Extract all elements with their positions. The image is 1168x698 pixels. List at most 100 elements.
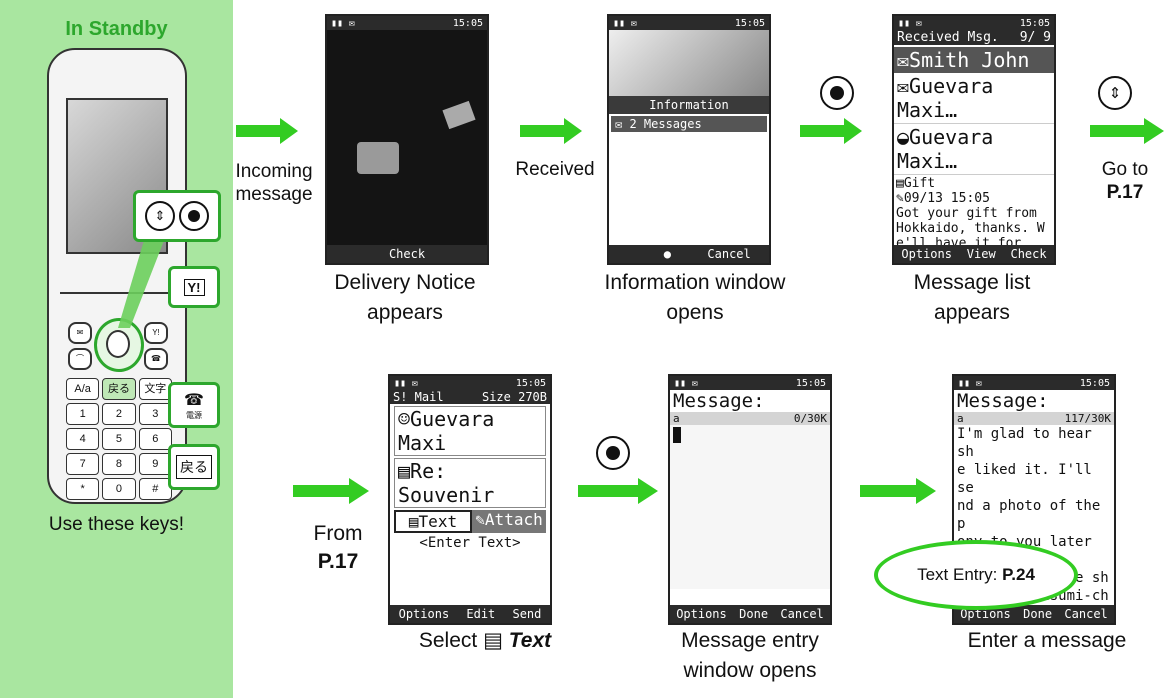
caption-prefix: Select [418,629,478,652]
to-field[interactable]: ☺Guevara Maxi [394,406,546,456]
info-item[interactable]: ✉ 2 Messages [611,116,767,132]
delivery-animation [327,30,487,245]
key-aa[interactable]: A/a [66,378,100,400]
softkey-check[interactable]: Check [1010,247,1047,261]
center-softkey-icon[interactable]: ● [663,247,671,261]
caption-text-label: Text [508,629,552,652]
body-tabs: ▤Text ✎Attach [394,510,546,533]
center-key[interactable] [106,330,130,358]
mail-key[interactable]: ✉ [68,322,92,344]
list-header: Received Msg. 9/ 9 [894,30,1054,45]
screen-message-entry: ▮▮ ✉15:05 Message: a 0/30K Options Done … [668,374,832,625]
entry-meta: a 0/30K [670,412,830,425]
compose-header: S! Mail Size 270B [390,390,550,404]
softkey-bar: Check [327,245,487,263]
back-key-label: 戻る [176,455,212,479]
key-back[interactable]: 戻る [102,378,136,400]
key-4[interactable]: 4 [66,428,100,450]
mail-type: S! Mail [393,390,444,404]
signal-icon: ▮▮ ✉ [898,17,923,29]
goto-page[interactable]: P.17 [1106,182,1144,203]
message-input[interactable] [670,425,830,589]
softkey-options[interactable]: Options [960,607,1011,621]
key-hash[interactable]: # [138,478,172,500]
tab-text-label: Text [418,512,458,531]
softkey-options[interactable]: Options [398,607,450,621]
list-item-selected[interactable]: ✉Smith John [894,47,1054,73]
softkey-edit[interactable]: Edit [466,607,496,621]
flow-arrow [800,118,862,144]
key-6[interactable]: 6 [138,428,172,450]
signal-icon: ▮▮ ✉ [613,17,638,29]
key-5[interactable]: 5 [102,428,136,450]
list-item[interactable]: ◒Guevara Maxi… [894,124,1054,175]
caption-line: appears [934,301,1010,324]
softkey-view[interactable]: View [966,247,996,261]
softkey-send[interactable]: Send [512,607,542,621]
text-entry-callout: Text Entry: P.24 [874,540,1078,610]
caption-compose: Select ▤ Text [380,626,590,656]
list-item-name: Smith John [909,48,1030,72]
softkey-cancel[interactable]: Cancel [780,607,824,621]
softkey-bar: Options View Check [894,245,1054,263]
softkey-done[interactable]: Done [739,607,769,621]
flow-label-received: Received [515,159,595,180]
clip-icon: ✎ [896,191,904,206]
callout-page[interactable]: P.24 [1002,565,1035,584]
clock: 15:05 [1019,17,1050,29]
tab-text[interactable]: ▤Text [394,510,472,533]
caption-line: Message list [913,271,1031,294]
key-star[interactable]: * [66,478,100,500]
key-7[interactable]: 7 [66,453,100,475]
signal-icon: ▮▮ ✉ [331,17,356,29]
list-count: 9/ 9 [1019,30,1051,45]
clock: 15:05 [452,17,483,29]
input-mode: a [673,412,680,425]
key-1[interactable]: 1 [66,403,100,425]
flow-label-line: Incoming [235,161,313,182]
text-icon: ▤ [408,512,419,531]
callout-back-key: 戻る [168,444,220,490]
yahoo-key-icon: Y! [183,278,205,296]
status-bar: ▮▮ ✉ 15:05 [327,16,487,30]
key-2[interactable]: 2 [102,403,136,425]
callout-yahoo-key: Y! [168,266,220,308]
center-key-icon [596,436,630,470]
start-key[interactable]: ⌒ [68,348,92,370]
softkey-bar: Options Done Cancel [670,605,830,623]
entry-title: Message: [957,390,1049,412]
caption-message-list: Message list appears [870,268,1074,328]
body-line: nd a photo of the p [957,498,1101,532]
softkey-cancel[interactable]: Cancel [1064,607,1108,621]
clock: 15:05 [734,17,765,29]
caption-entry: Message entry window opens [640,626,860,686]
clock: 15:05 [795,377,826,389]
list-item[interactable]: ✉Guevara Maxi… [894,73,1054,124]
subject-field[interactable]: ▤Re: Souvenir [394,458,546,508]
center-key-icon [179,201,209,231]
softkey-options[interactable]: Options [901,247,952,261]
tab-attach[interactable]: ✎Attach [472,510,546,533]
caption-line: Message entry [681,629,819,652]
softkey-check[interactable]: Check [388,247,426,261]
softkey-bar: Options Edit Send [390,605,550,623]
key-8[interactable]: 8 [102,453,136,475]
center-key-icon [820,76,854,110]
key-3[interactable]: 3 [138,403,172,425]
key-0[interactable]: 0 [102,478,136,500]
callout-connector [118,220,172,328]
entry-title: Message: [673,390,765,412]
softkey-done[interactable]: Done [1023,607,1053,621]
entry-meta: a 117/30K [954,412,1114,425]
from-page[interactable]: P.17 [317,550,359,573]
list-item-name: Guevara Maxi… [897,125,994,173]
softkey-options[interactable]: Options [676,607,727,621]
flow-label-incoming: Incoming message [228,160,320,206]
yahoo-key[interactable]: Y! [144,322,168,344]
softkey-cancel[interactable]: Cancel [707,247,751,261]
screen-delivery-notice: ▮▮ ✉ 15:05 Check [325,14,489,265]
enter-text-placeholder[interactable]: <Enter Text> [419,535,521,551]
key-9[interactable]: 9 [138,453,172,475]
power-key[interactable]: ☎ [144,348,168,370]
key-char[interactable]: 文字 [138,378,172,400]
